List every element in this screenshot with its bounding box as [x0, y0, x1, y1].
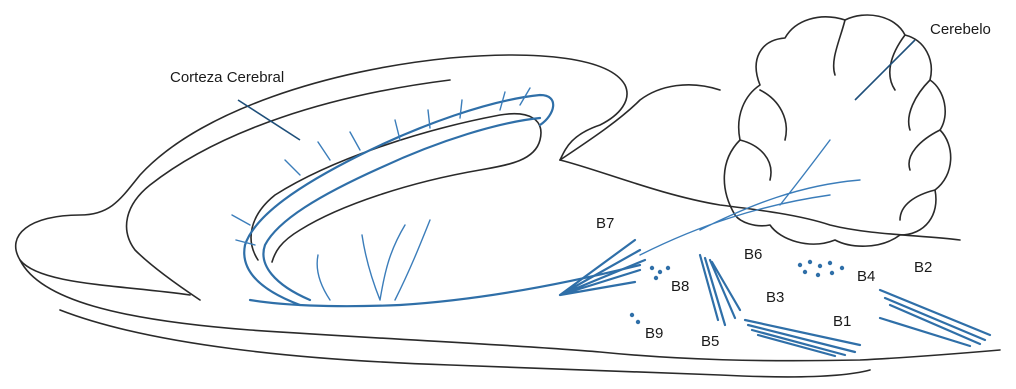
cerebellum-label: Cerebelo: [930, 21, 991, 38]
cerebellar-fibers: [640, 140, 860, 255]
b4-dot: [798, 263, 802, 267]
b9-label: B9: [645, 325, 663, 342]
midbrain-outline: [560, 85, 720, 160]
b8-dot: [666, 266, 670, 270]
b2-fan: [880, 290, 990, 346]
cerebellum-outline: [724, 15, 950, 246]
b5-label: B5: [701, 333, 719, 350]
brain-outline: [16, 15, 1000, 377]
septal-branches: [317, 220, 430, 300]
b4-dot: [828, 261, 832, 265]
b1-label: B1: [833, 313, 851, 330]
cortex-leader-line: [238, 100, 300, 140]
b8-dot: [654, 276, 658, 280]
b9-dot: [630, 313, 634, 317]
b6-label: B6: [744, 246, 762, 263]
b4-dot: [808, 260, 812, 264]
b4-dot: [840, 266, 844, 270]
b5-fan: [700, 255, 740, 325]
b8-dot: [658, 270, 662, 274]
b4-label: B4: [857, 268, 875, 285]
b9-dot: [636, 320, 640, 324]
b3-label: B3: [766, 289, 784, 306]
b4-dot: [803, 270, 807, 274]
cerebellum-leader-line: [855, 40, 915, 100]
lower-outline: [20, 260, 1000, 361]
b8-label: B8: [671, 278, 689, 295]
b7-label: B7: [596, 215, 614, 232]
b4-dot: [818, 264, 822, 268]
raphe-nuclei-dots: [630, 260, 844, 324]
cortical-fiber-outer: [244, 95, 553, 305]
b4-dot: [830, 271, 834, 275]
brainstem-outline: [560, 160, 960, 240]
cortex-label: Corteza Cerebral: [170, 69, 284, 86]
cerebellum-folia: [740, 20, 940, 220]
b2-label: B2: [914, 259, 932, 276]
inner-cortex-outline: [127, 80, 450, 300]
b8-dot: [650, 266, 654, 270]
b4-dot: [816, 273, 820, 277]
cortical-fiber-inner: [263, 118, 540, 300]
